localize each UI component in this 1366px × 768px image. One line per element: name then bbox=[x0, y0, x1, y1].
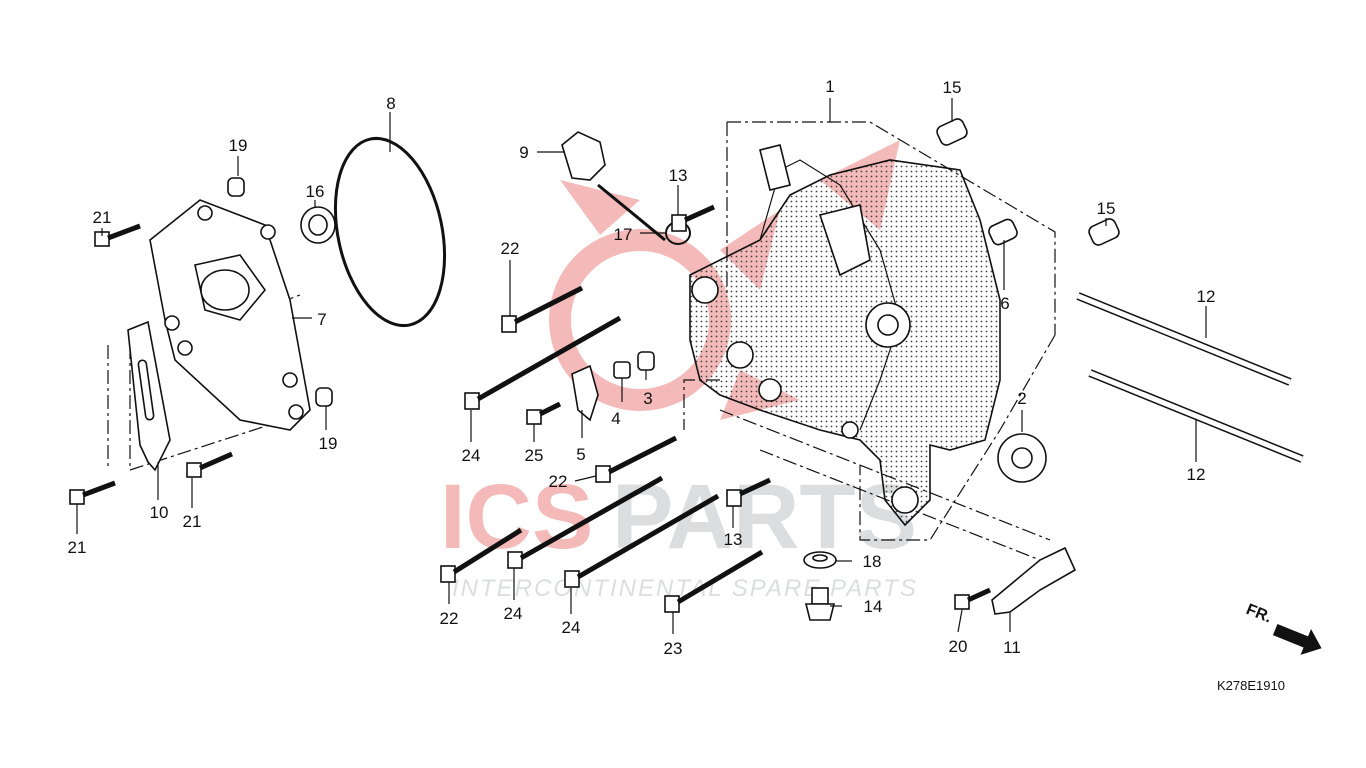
callout-21-bottom-right: 21 bbox=[183, 512, 202, 531]
oil-seal-part-16[interactable] bbox=[300, 206, 336, 244]
callout-20: 20 bbox=[949, 637, 968, 656]
callout-12-upper: 12 bbox=[1197, 287, 1216, 306]
right-crankcase-cover-part-1[interactable] bbox=[689, 144, 1001, 527]
front-direction-indicator: FR. bbox=[1244, 601, 1322, 655]
callout-5: 5 bbox=[576, 445, 585, 464]
callout-13-upper: 13 bbox=[669, 166, 688, 185]
dowel-pin-part-15-upper[interactable] bbox=[935, 117, 969, 147]
callout-15-upper: 15 bbox=[943, 78, 962, 97]
dowel-pin-part-19-upper[interactable] bbox=[227, 177, 245, 197]
bolt-part-22-a[interactable] bbox=[501, 285, 584, 333]
callout-6: 6 bbox=[1000, 294, 1009, 313]
bolt-part-23[interactable] bbox=[664, 549, 764, 613]
oil-dipstick-part-9[interactable] bbox=[561, 131, 666, 242]
callout-10: 10 bbox=[150, 503, 169, 522]
bolt-part-13-a[interactable] bbox=[671, 204, 716, 232]
bolt-part-22-c[interactable] bbox=[440, 527, 523, 583]
washer-part-18[interactable] bbox=[803, 551, 837, 569]
callout-11: 11 bbox=[1003, 638, 1021, 657]
bolt-part-21-b[interactable] bbox=[69, 480, 116, 505]
callout-22-upper: 22 bbox=[501, 239, 520, 258]
cover-plate-part-7[interactable] bbox=[149, 199, 311, 431]
gasket-inner-line bbox=[337, 140, 443, 324]
callout-22-middle: 22 bbox=[549, 472, 568, 491]
front-direction-arrow-icon bbox=[1272, 624, 1322, 655]
hose-clamp-part-11[interactable] bbox=[991, 546, 1077, 615]
gasket-part-8[interactable] bbox=[319, 128, 460, 335]
bolt-part-24-b[interactable] bbox=[507, 475, 664, 569]
callout-24-middle: 24 bbox=[504, 604, 523, 623]
watermark-brand-left: ICS bbox=[440, 466, 593, 568]
callout-19-upper: 19 bbox=[229, 136, 248, 155]
dowel-pin-part-15-lower[interactable] bbox=[1087, 217, 1121, 247]
leader-lines bbox=[76, 98, 1207, 634]
callout-3: 3 bbox=[643, 389, 652, 408]
bolts bbox=[69, 204, 992, 613]
bolt-part-13-b[interactable] bbox=[726, 477, 772, 507]
callout-12-lower: 12 bbox=[1187, 465, 1206, 484]
callout-8: 8 bbox=[386, 94, 395, 113]
callout-14: 14 bbox=[864, 597, 883, 616]
dowel-pin-part-6[interactable] bbox=[987, 217, 1019, 246]
bolt-part-24-c[interactable] bbox=[564, 493, 720, 588]
callout-19-lower: 19 bbox=[319, 434, 338, 453]
callout-21-bottom-left: 21 bbox=[68, 538, 87, 557]
bolt-part-21-a[interactable] bbox=[94, 223, 141, 247]
bracket-part-10[interactable] bbox=[127, 320, 171, 472]
callout-16: 16 bbox=[306, 182, 325, 201]
callout-4: 4 bbox=[611, 409, 620, 428]
stud-bolt-lower-fill bbox=[1089, 370, 1303, 462]
drain-bolt-part-14[interactable] bbox=[804, 587, 836, 621]
bolt-part-20[interactable] bbox=[954, 587, 992, 610]
callout-13-lower: 13 bbox=[724, 530, 743, 549]
callout-22-lower: 22 bbox=[440, 609, 459, 628]
spring-part-4[interactable] bbox=[613, 361, 631, 379]
dowel-pin-part-19-lower[interactable] bbox=[315, 387, 333, 407]
bearing-part-2[interactable] bbox=[997, 433, 1047, 483]
bolt-part-25[interactable] bbox=[526, 401, 562, 425]
callout-15-lower: 15 bbox=[1097, 199, 1116, 218]
front-direction-label: FR. bbox=[1244, 601, 1274, 626]
callout-7: 7 bbox=[317, 310, 326, 329]
bolt-part-21-c[interactable] bbox=[186, 451, 234, 478]
callout-18: 18 bbox=[863, 552, 882, 571]
stud-bolt-upper-fill bbox=[1077, 293, 1291, 385]
callout-23: 23 bbox=[664, 639, 683, 658]
callout-17: 17 bbox=[614, 225, 633, 244]
callout-25: 25 bbox=[525, 446, 544, 465]
bolt-part-24-a[interactable] bbox=[464, 315, 622, 410]
callout-2: 2 bbox=[1017, 389, 1026, 408]
callout-24-upper: 24 bbox=[462, 446, 481, 465]
callout-9: 9 bbox=[519, 143, 528, 162]
diagram-reference-code: K278E1910 bbox=[1217, 678, 1285, 693]
plug-part-3[interactable] bbox=[637, 351, 655, 371]
callout-labels: 1 2 3 4 5 6 7 8 9 10 11 12 12 13 13 14 1… bbox=[68, 77, 1216, 658]
callout-1: 1 bbox=[825, 77, 834, 96]
callout-21-top: 21 bbox=[93, 208, 112, 227]
callout-24-lower: 24 bbox=[562, 618, 581, 637]
stopper-plate-part-5[interactable] bbox=[571, 364, 599, 422]
bolt-part-22-b[interactable] bbox=[595, 435, 678, 483]
